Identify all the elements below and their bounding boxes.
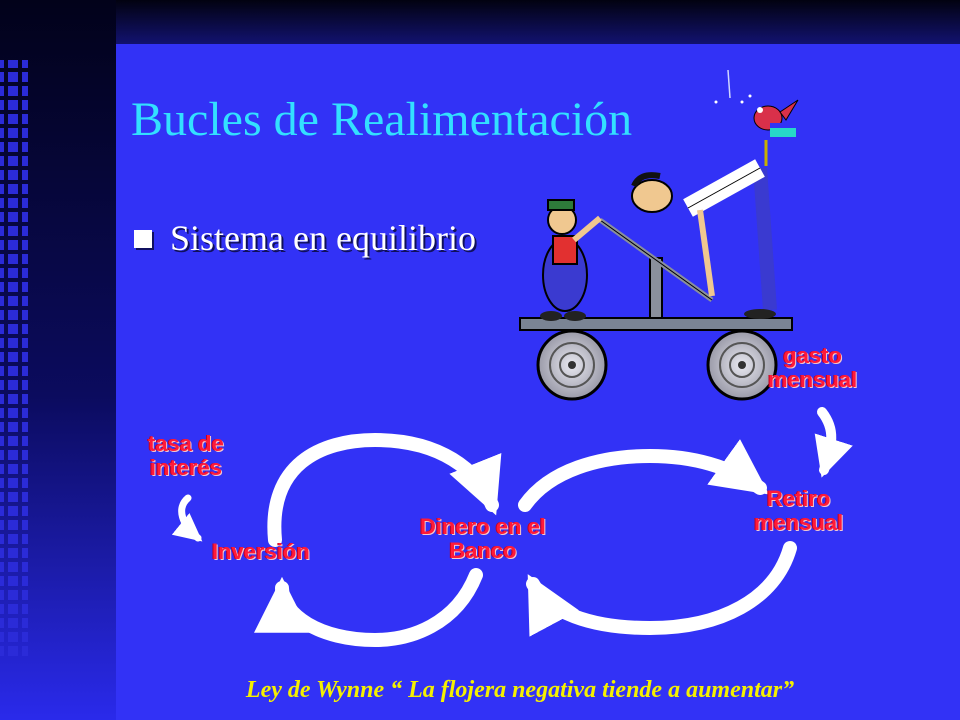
- slide-caption: Ley de Wynne “ La flojera negativa tiend…: [245, 677, 795, 703]
- arrow-tasa-to-inversion: [171, 494, 203, 542]
- handcar-illustration: [519, 69, 799, 401]
- arrow-gasto-to-retiro: [814, 407, 853, 478]
- bullet-text: Sistema en equilibrio: [170, 218, 476, 258]
- wheel-right: [706, 329, 778, 401]
- arrow-dinero-to-inversion: [254, 568, 483, 648]
- arrow-inversion-to-dinero: [267, 432, 502, 547]
- arrow-retiro-to-dinero: [526, 541, 797, 637]
- bullet-square-icon: [134, 230, 152, 248]
- decorative-squares: [0, 60, 28, 660]
- bird-icon: [714, 69, 799, 166]
- title-accent-bar: [770, 123, 796, 137]
- node-inversion: Inversión: [212, 539, 310, 564]
- arrow-dinero-to-retiro: [518, 439, 770, 512]
- wheel-left: [536, 329, 608, 401]
- slide-title: Bucles de Realimentación: [131, 93, 633, 146]
